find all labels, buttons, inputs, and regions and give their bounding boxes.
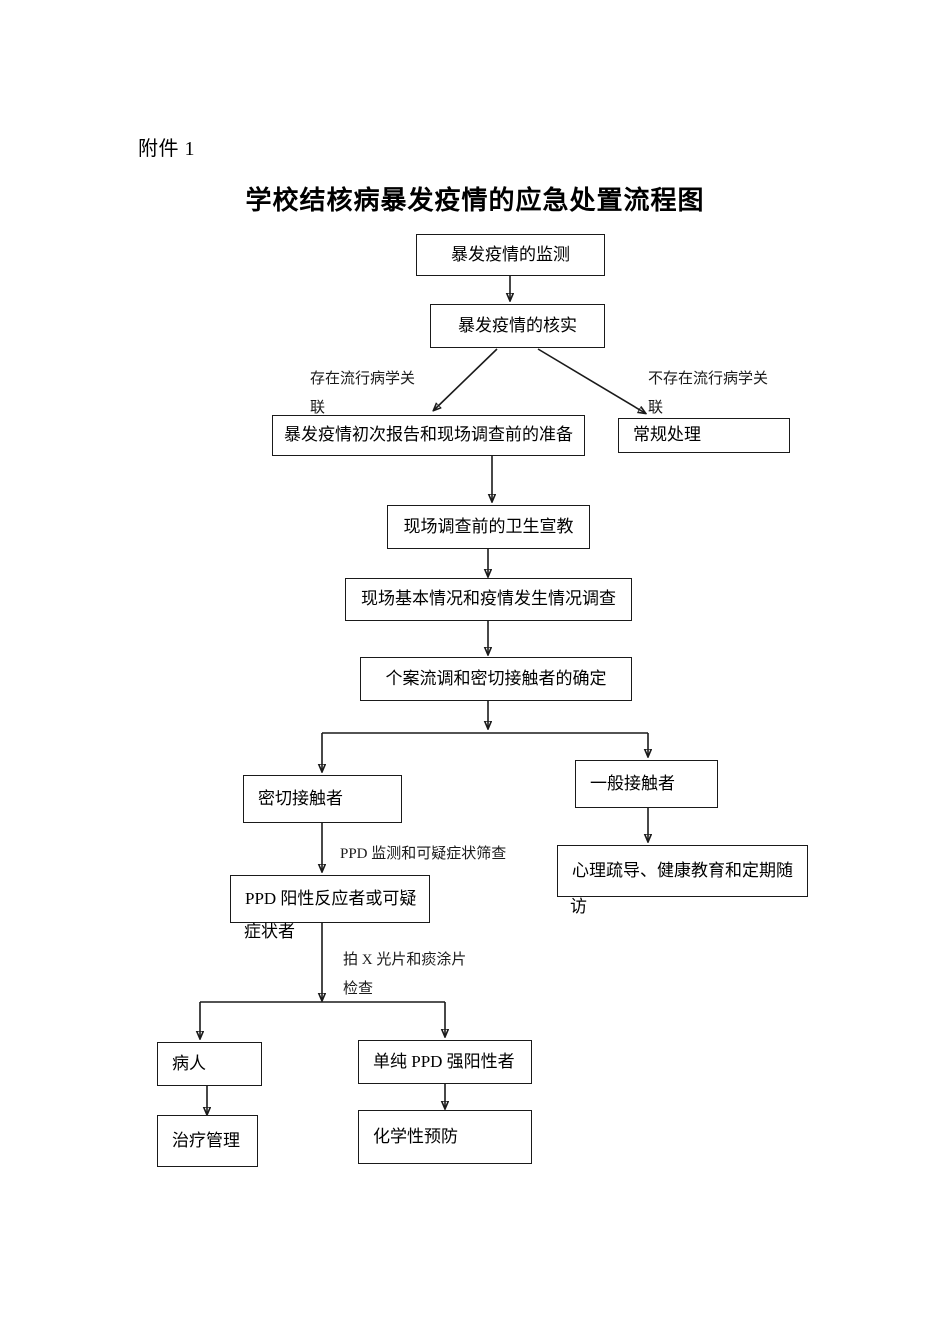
node-label: 暴发疫情初次报告和现场调查前的准备 [284,425,573,445]
node-counseling-education-followup[interactable]: 心理疏导、健康教育和定期随 [557,845,808,897]
attachment-label: 附件 1 [138,138,195,160]
node-label: 密切接触者 [258,788,343,808]
edge-label-line1: 不存在流行病学关 [648,371,769,387]
node-label: PPD 阳性反应者或可疑 [245,888,417,908]
node-site-and-epidemic-survey[interactable]: 现场基本情况和疫情发生情况调查 [345,578,632,621]
node-outbreak-surveillance[interactable]: 暴发疫情的监测 [416,234,605,276]
edge-label-xray-sputum: 拍 X 光片和痰涂片 检查 [343,946,523,1003]
node-outbreak-verification[interactable]: 暴发疫情的核实 [430,304,605,348]
edge-label-ppd-screening: PPD 监测和可疑症状筛查 [340,840,506,869]
node-label: 一般接触者 [590,773,675,793]
edge-label-no-epi-link: 不存在流行病学关 联 [648,365,818,422]
node-chemoprophylaxis[interactable]: 化学性预防 [358,1110,532,1164]
node-patient[interactable]: 病人 [157,1042,262,1086]
node-label: 治疗管理 [172,1130,240,1150]
node-label: 暴发疫情的监测 [451,244,570,264]
node-case-investigation-and-contact-identification[interactable]: 个案流调和密切接触者的确定 [360,657,632,701]
node-label: 现场调查前的卫生宣教 [403,516,574,536]
node-treatment-management[interactable]: 治疗管理 [157,1115,258,1167]
edge-label-line1: PPD 监测和可疑症状筛查 [340,846,507,862]
edge-label-line2: 联 [648,399,664,416]
node-ppd-positive-or-suspect-overflow: 症状者 [244,922,295,941]
node-label: 化学性预防 [373,1126,458,1146]
node-general-contacts[interactable]: 一般接触者 [575,760,718,808]
node-routine-handling[interactable]: 常规处理 [618,418,790,453]
node-label: 现场基本情况和疫情发生情况调查 [361,589,616,609]
edge-label-line1: 存在流行病学关 [310,371,416,387]
edge-label-line1: 拍 X 光片和痰涂片 [343,952,467,968]
node-close-contacts[interactable]: 密切接触者 [243,775,402,823]
node-ppd-strong-positive-only[interactable]: 单纯 PPD 强阳性者 [358,1040,532,1084]
node-label: 暴发疫情的核实 [458,315,577,335]
node-initial-report-and-prep[interactable]: 暴发疫情初次报告和现场调查前的准备 [272,415,585,456]
node-label: 病人 [172,1053,206,1073]
edge-label-epi-link: 存在流行病学关 联 [310,365,460,422]
node-label: 单纯 PPD 强阳性者 [373,1051,515,1071]
edge-label-line2: 检查 [343,980,374,997]
node-label: 心理疏导、健康教育和定期随 [572,860,793,880]
node-label: 常规处理 [633,425,701,445]
node-label: 个案流调和密切接触者的确定 [385,668,607,688]
node-ppd-positive-or-suspect[interactable]: PPD 阳性反应者或可疑 [230,875,430,923]
edge-label-line2: 联 [310,399,326,416]
node-counseling-education-followup-overflow: 访 [570,897,587,916]
page-title: 学校结核病暴发疫情的应急处置流程图 [245,186,705,215]
node-pre-survey-health-education[interactable]: 现场调查前的卫生宣教 [387,505,590,549]
